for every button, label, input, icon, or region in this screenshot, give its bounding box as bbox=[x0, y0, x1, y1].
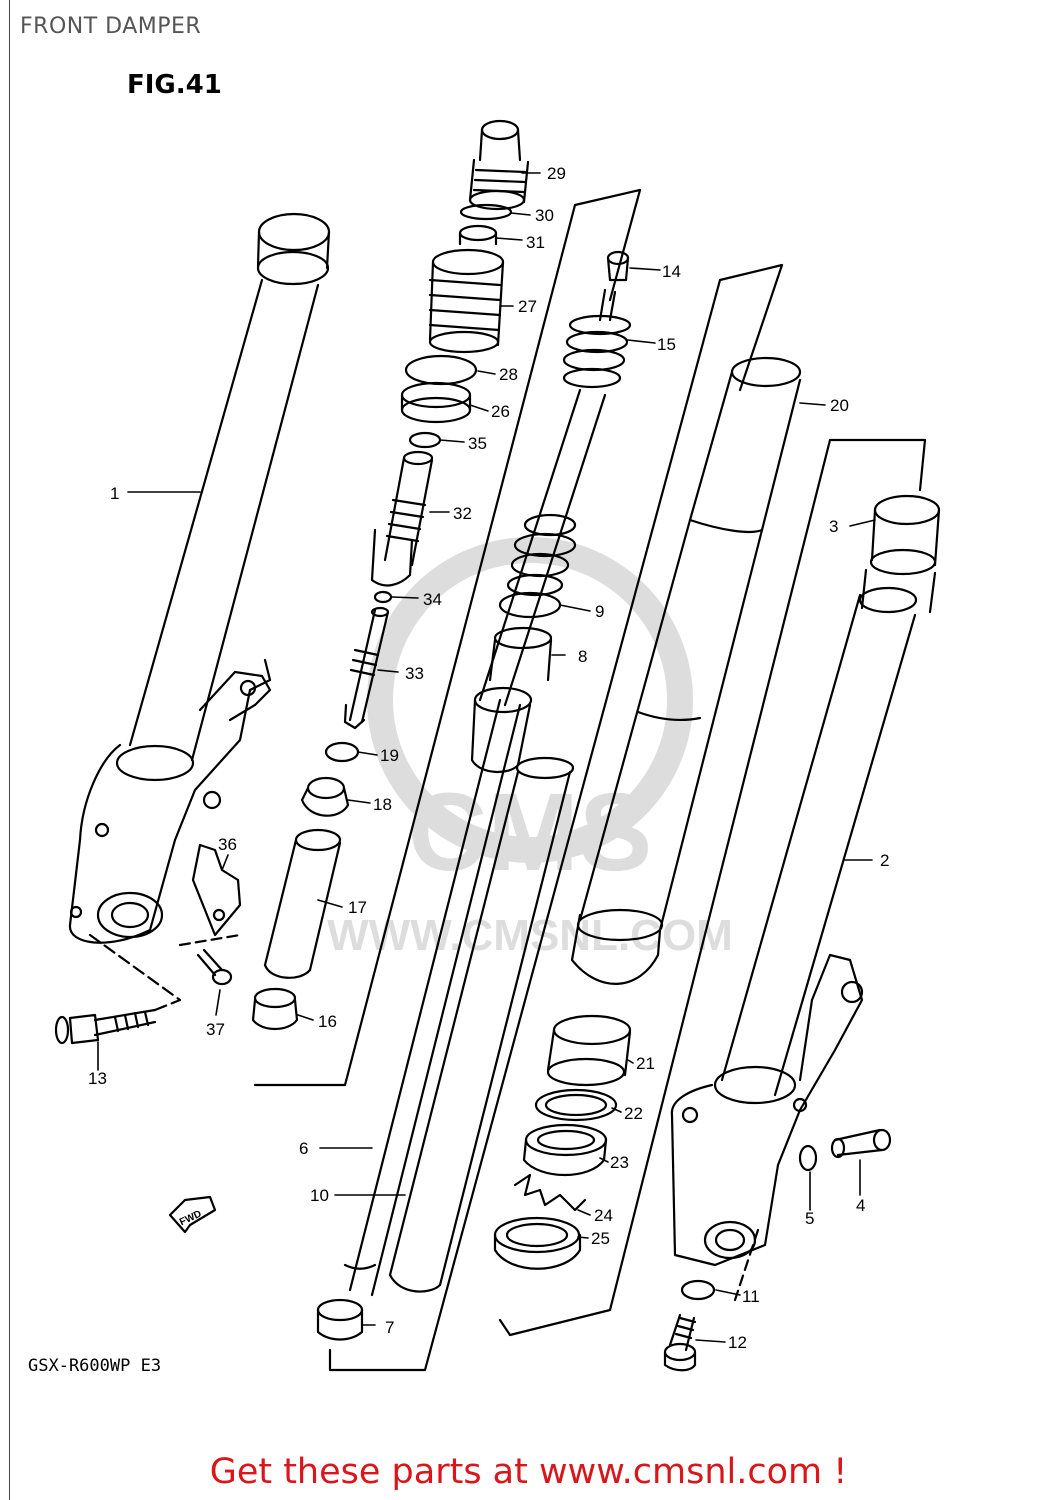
damper-rod-6 bbox=[343, 698, 522, 1297]
cartridge-assembly bbox=[470, 250, 632, 773]
cmsnl-watermark: CMS WWW.CMSNL.COM bbox=[327, 537, 733, 960]
callout-17: 17 bbox=[348, 898, 367, 917]
model-code: GSX-R600WP E3 bbox=[28, 1356, 162, 1376]
spring-10 bbox=[388, 756, 575, 1293]
figure-number: FIG.41 bbox=[127, 70, 222, 100]
cta-link[interactable]: Get these parts at www.cmsnl.com ! bbox=[209, 1452, 848, 1492]
gasket-5 bbox=[798, 1144, 818, 1172]
washer-34 bbox=[373, 590, 393, 604]
rod-32 bbox=[370, 450, 434, 587]
dashed-connector-left bbox=[88, 933, 182, 1012]
callout-3: 3 bbox=[829, 517, 838, 536]
callout-labels: 1 2 3 4 5 6 7 8 9 10 11 12 13 14 15 16 1… bbox=[88, 164, 889, 1352]
washer-22 bbox=[534, 1088, 618, 1122]
screw-37 bbox=[196, 948, 233, 986]
bushing-21 bbox=[546, 1014, 632, 1087]
callout-20: 20 bbox=[830, 396, 849, 415]
callout-1: 1 bbox=[110, 484, 119, 503]
o-ring-28 bbox=[404, 354, 478, 386]
dashed-connector-right bbox=[733, 1228, 760, 1302]
callout-22: 22 bbox=[624, 1104, 643, 1123]
callout-4: 4 bbox=[856, 1196, 865, 1215]
callout-32: 32 bbox=[453, 504, 472, 523]
assembly-bracket-left bbox=[253, 188, 642, 1087]
callout-9: 9 bbox=[595, 602, 604, 621]
callout-35: 35 bbox=[468, 434, 487, 453]
gasket-11 bbox=[680, 1279, 716, 1301]
seal-23 bbox=[522, 1123, 608, 1176]
callout-10: 10 bbox=[310, 1186, 329, 1205]
stopper-18 bbox=[300, 776, 350, 817]
fork-cap-right bbox=[860, 494, 941, 614]
watermark-logo: CMS bbox=[408, 771, 652, 894]
o-ring-30 bbox=[459, 203, 513, 221]
oil-lock-7 bbox=[316, 1298, 364, 1341]
callout-23: 23 bbox=[610, 1153, 629, 1172]
callout-14: 14 bbox=[662, 262, 681, 281]
washer-31 bbox=[458, 224, 498, 246]
assembly-bracket-center bbox=[328, 263, 784, 1372]
cap-bolt-29 bbox=[468, 119, 530, 211]
callout-36: 36 bbox=[218, 835, 237, 854]
callout-6: 6 bbox=[299, 1139, 308, 1158]
collar-16 bbox=[251, 987, 299, 1031]
watermark-ring bbox=[367, 537, 693, 863]
bracket-36 bbox=[191, 843, 242, 937]
callout-24: 24 bbox=[594, 1206, 613, 1225]
callout-8: 8 bbox=[578, 647, 587, 666]
callout-2: 2 bbox=[880, 851, 889, 870]
callout-7: 7 bbox=[385, 1318, 394, 1337]
callout-5: 5 bbox=[805, 1209, 814, 1228]
callout-37: 37 bbox=[206, 1020, 225, 1039]
callout-30: 30 bbox=[535, 206, 554, 225]
spacer-17 bbox=[263, 828, 342, 979]
dashed-connector-bracket bbox=[178, 933, 242, 947]
spacer-26 bbox=[400, 381, 472, 424]
callout-19: 19 bbox=[380, 746, 399, 765]
callout-27: 27 bbox=[518, 297, 537, 316]
fwd-arrow-icon bbox=[168, 1195, 217, 1234]
watermark-url: WWW.CMSNL.COM bbox=[327, 911, 733, 960]
callout-12: 12 bbox=[728, 1333, 747, 1352]
callout-33: 33 bbox=[405, 664, 424, 683]
callout-34: 34 bbox=[423, 590, 442, 609]
air-valve-4 bbox=[830, 1128, 892, 1159]
callout-26: 26 bbox=[491, 402, 510, 421]
callout-28: 28 bbox=[499, 365, 518, 384]
circlip-35 bbox=[408, 431, 442, 449]
adjuster-27 bbox=[428, 248, 505, 354]
callout-29: 29 bbox=[547, 164, 566, 183]
callout-31: 31 bbox=[526, 233, 545, 252]
outer-tube-right bbox=[670, 586, 918, 1267]
callout-18: 18 bbox=[373, 795, 392, 814]
assembly-bracket-right bbox=[498, 438, 927, 1337]
callout-15: 15 bbox=[657, 335, 676, 354]
callout-25: 25 bbox=[591, 1229, 610, 1248]
callout-16: 16 bbox=[318, 1012, 337, 1031]
page-title: FRONT DAMPER bbox=[20, 14, 202, 39]
dust-seal-25 bbox=[493, 1216, 582, 1270]
bolt-13 bbox=[54, 1008, 157, 1045]
inner-tube-right bbox=[570, 356, 802, 985]
callout-21: 21 bbox=[636, 1054, 655, 1073]
leader-lines bbox=[97, 172, 876, 1343]
valve-33 bbox=[343, 606, 390, 730]
left-border bbox=[9, 0, 10, 1500]
clip-24 bbox=[513, 1173, 587, 1212]
outer-tube-left bbox=[68, 212, 331, 944]
callout-13: 13 bbox=[88, 1069, 107, 1088]
bolt-12 bbox=[663, 1313, 697, 1372]
callout-11: 11 bbox=[742, 1287, 760, 1306]
washer-19 bbox=[324, 741, 360, 763]
